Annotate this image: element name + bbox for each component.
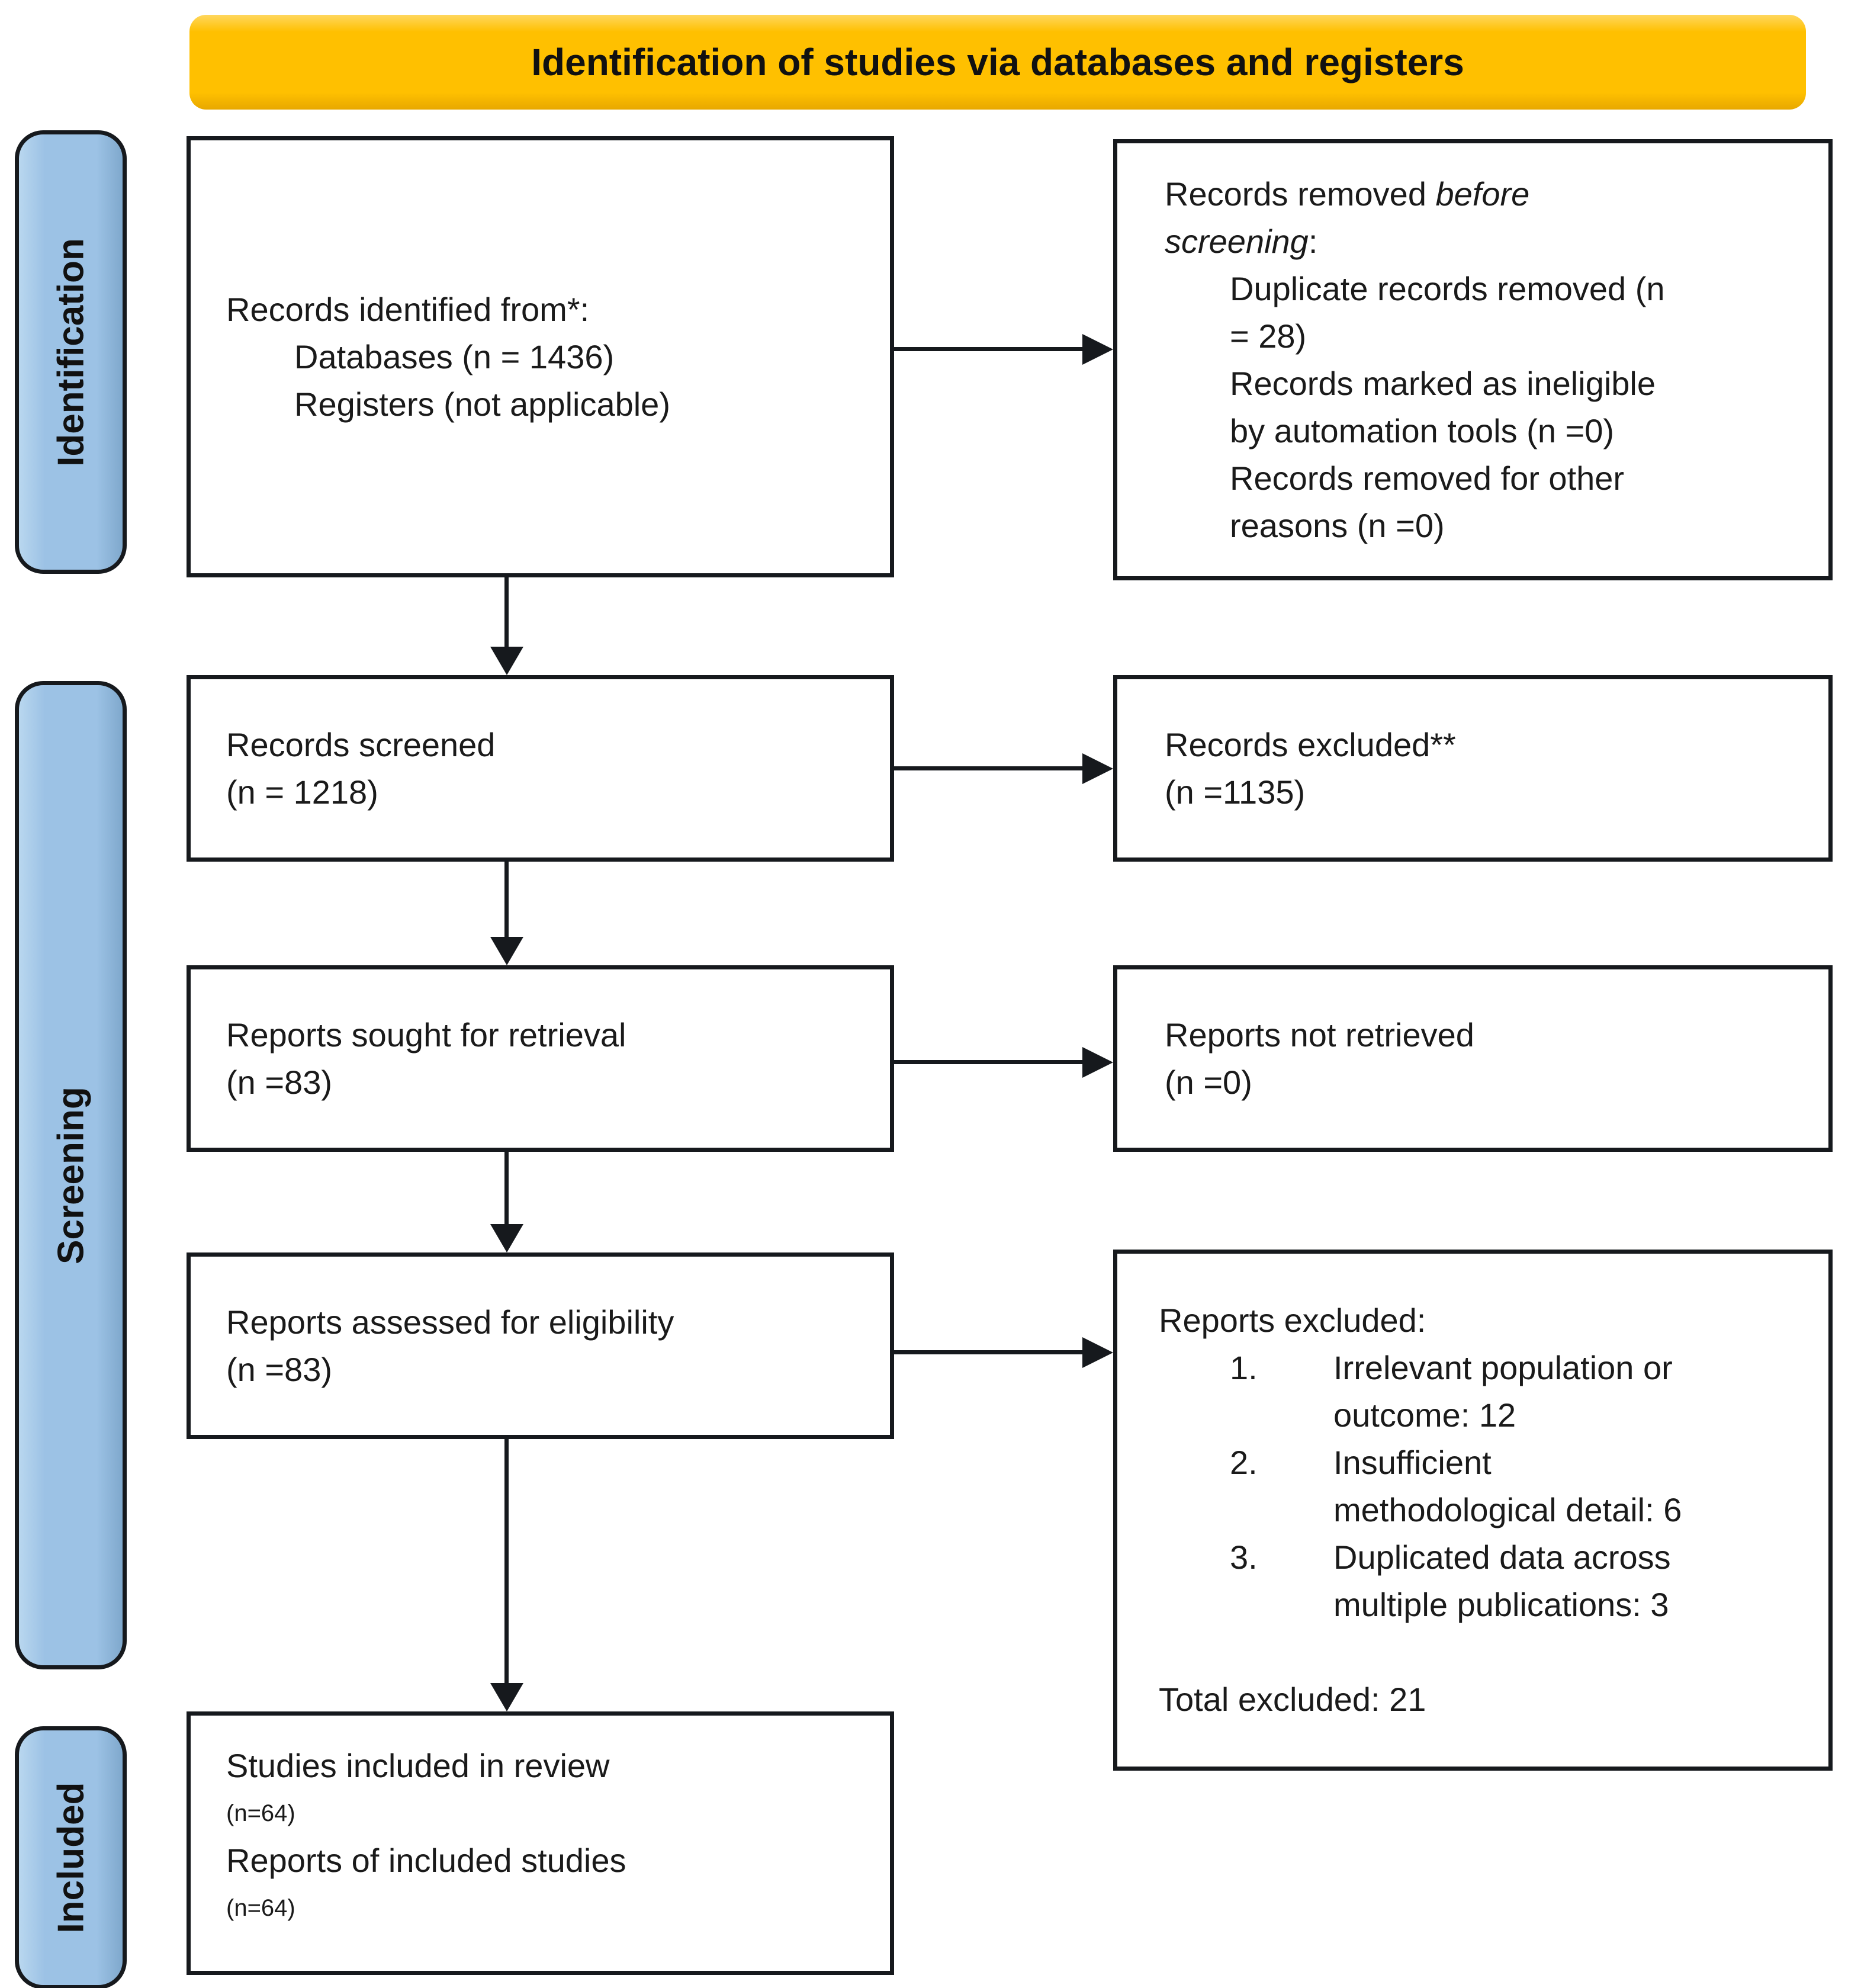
studies-included-count: (n=64) — [226, 1800, 295, 1826]
studies-included-label: Studies included in review — [226, 1747, 610, 1784]
excluded-reason-3-line2: multiple publications: 3 — [1333, 1586, 1669, 1623]
records-removed-title-line1: Records removed before — [1165, 171, 1817, 218]
arrow-sought-to-assessed-head — [490, 1224, 523, 1252]
reports-included-label: Reports of included studies — [226, 1842, 626, 1879]
excluded-reason-1-text: Irrelevant population or outcome: 12 — [1333, 1344, 1811, 1439]
arrow-identified-to-screened-head — [490, 647, 523, 675]
stage-label-screening: Screening — [50, 1086, 91, 1264]
stage-bar-included: Included — [15, 1726, 127, 1988]
reports-not-retrieved-count: (n =0) — [1165, 1063, 1252, 1101]
excluded-reason-2-line1: Insufficient — [1333, 1444, 1492, 1481]
excluded-reason-3-line1: Duplicated data across — [1333, 1539, 1671, 1576]
excluded-reason-1: 1. Irrelevant population or outcome: 12 — [1159, 1344, 1811, 1439]
arrow-assessed-to-reportsexcluded-line — [894, 1350, 1084, 1354]
records-screened-count: (n = 1218) — [226, 773, 378, 811]
stage-bar-identification: Identification — [15, 130, 127, 574]
records-removed-lead: Records removed — [1165, 175, 1436, 213]
excluded-reason-1-line1: Irrelevant population or — [1333, 1349, 1673, 1386]
box-records-removed: Records removed before screening: Duplic… — [1113, 139, 1833, 580]
diagram-title: Identification of studies via databases … — [531, 41, 1464, 83]
ineligible-automation-line2: by automation tools (n =0) — [1230, 412, 1615, 449]
records-removed-title-line2: screening: — [1165, 218, 1817, 265]
excluded-reason-1-number: 1. — [1230, 1349, 1258, 1386]
reports-excluded-title: Reports excluded: — [1159, 1302, 1426, 1339]
box-reports-excluded: Reports excluded: 1. Irrelevant populati… — [1113, 1250, 1833, 1771]
records-identified-registers: Registers (not applicable) — [294, 385, 670, 423]
duplicates-removed-line2: = 28) — [1230, 317, 1307, 355]
arrow-identified-to-removed-line — [894, 347, 1084, 351]
records-excluded-count: (n =1135) — [1165, 773, 1306, 811]
box-records-screened: Records screened (n = 1218) — [187, 675, 894, 862]
excluded-reason-3-text: Duplicated data across multiple publicat… — [1333, 1534, 1811, 1629]
excluded-reason-1-line2: outcome: 12 — [1333, 1396, 1516, 1434]
excluded-reason-2: 2. Insufficient methodological detail: 6 — [1159, 1439, 1811, 1534]
stage-bar-screening: Screening — [15, 681, 127, 1669]
excluded-reason-3-number: 3. — [1230, 1539, 1258, 1576]
arrow-identified-to-removed-head — [1082, 334, 1113, 365]
total-excluded: Total excluded: 21 — [1159, 1681, 1426, 1718]
box-studies-included: Studies included in review (n=64) Report… — [187, 1711, 894, 1975]
records-removed-before: before — [1435, 175, 1530, 213]
arrow-sought-to-assessed-line — [504, 1152, 509, 1226]
excluded-reason-2-line2: methodological detail: 6 — [1333, 1491, 1682, 1528]
box-records-excluded: Records excluded** (n =1135) — [1113, 675, 1833, 862]
arrow-assessed-to-reportsexcluded-head — [1082, 1337, 1113, 1368]
arrow-screened-to-sought-line — [504, 862, 509, 937]
reports-assessed-count: (n =83) — [226, 1350, 332, 1388]
box-records-identified: Records identified from*: Databases (n =… — [187, 136, 894, 577]
records-identified-databases: Databases (n = 1436) — [294, 338, 615, 375]
arrow-sought-to-notretrieved-head — [1082, 1047, 1113, 1078]
arrow-identified-to-screened-line — [504, 577, 509, 648]
records-screened-label: Records screened — [226, 725, 496, 763]
box-reports-assessed: Reports assessed for eligibility (n =83) — [187, 1252, 894, 1439]
records-removed-screening: screening — [1165, 222, 1309, 260]
other-reasons-line2: reasons (n =0) — [1230, 506, 1445, 544]
reports-not-retrieved-label: Reports not retrieved — [1165, 1016, 1474, 1054]
records-excluded-label: Records excluded** — [1165, 725, 1456, 763]
title-banner: Identification of studies via databases … — [189, 15, 1806, 110]
box-reports-not-retrieved: Reports not retrieved (n =0) — [1113, 965, 1833, 1152]
arrow-screened-to-excluded-line — [894, 766, 1084, 770]
ineligible-automation-line1: Records marked as ineligible — [1230, 364, 1656, 402]
reports-assessed-label: Reports assessed for eligibility — [226, 1303, 674, 1341]
reports-sought-count: (n =83) — [226, 1063, 332, 1101]
records-removed-colon: : — [1308, 222, 1318, 260]
stage-label-identification: Identification — [50, 237, 91, 467]
arrow-screened-to-excluded-head — [1082, 753, 1113, 784]
excluded-reason-2-text: Insufficient methodological detail: 6 — [1333, 1439, 1811, 1534]
reports-included-count: (n=64) — [226, 1895, 295, 1921]
reports-sought-label: Reports sought for retrieval — [226, 1016, 626, 1054]
arrow-assessed-to-included-line — [504, 1439, 509, 1685]
arrow-assessed-to-included-head — [490, 1683, 523, 1711]
other-reasons-line1: Records removed for other — [1230, 459, 1625, 497]
excluded-reason-2-number: 2. — [1230, 1444, 1258, 1481]
stage-label-included: Included — [50, 1782, 91, 1934]
arrow-screened-to-sought-head — [490, 937, 523, 965]
box-reports-sought: Reports sought for retrieval (n =83) — [187, 965, 894, 1152]
records-identified-title: Records identified from*: — [226, 290, 590, 328]
arrow-sought-to-notretrieved-line — [894, 1060, 1084, 1064]
duplicates-removed-line1: Duplicate records removed (n — [1230, 269, 1665, 307]
excluded-reason-3: 3. Duplicated data across multiple publi… — [1159, 1534, 1811, 1629]
